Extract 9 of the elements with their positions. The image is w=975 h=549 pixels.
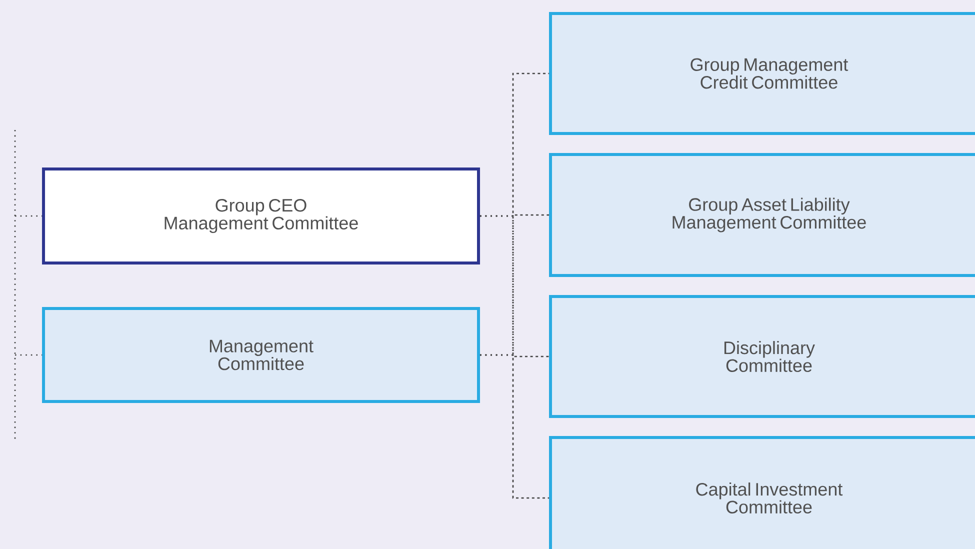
committee-box: Management Committee xyxy=(42,307,480,403)
committee-box: Group Management Credit Committee xyxy=(549,12,975,135)
committee-box: Group Asset Liability Management Committee xyxy=(549,153,975,277)
connector-line xyxy=(480,215,549,499)
committee-box: Group CEO Management Committee xyxy=(42,168,480,264)
committee-box: Disciplinary Committee xyxy=(549,295,975,418)
connector-line xyxy=(15,215,42,217)
committee-box: Capital Investment Committee xyxy=(549,436,975,549)
connector-line xyxy=(15,354,42,356)
